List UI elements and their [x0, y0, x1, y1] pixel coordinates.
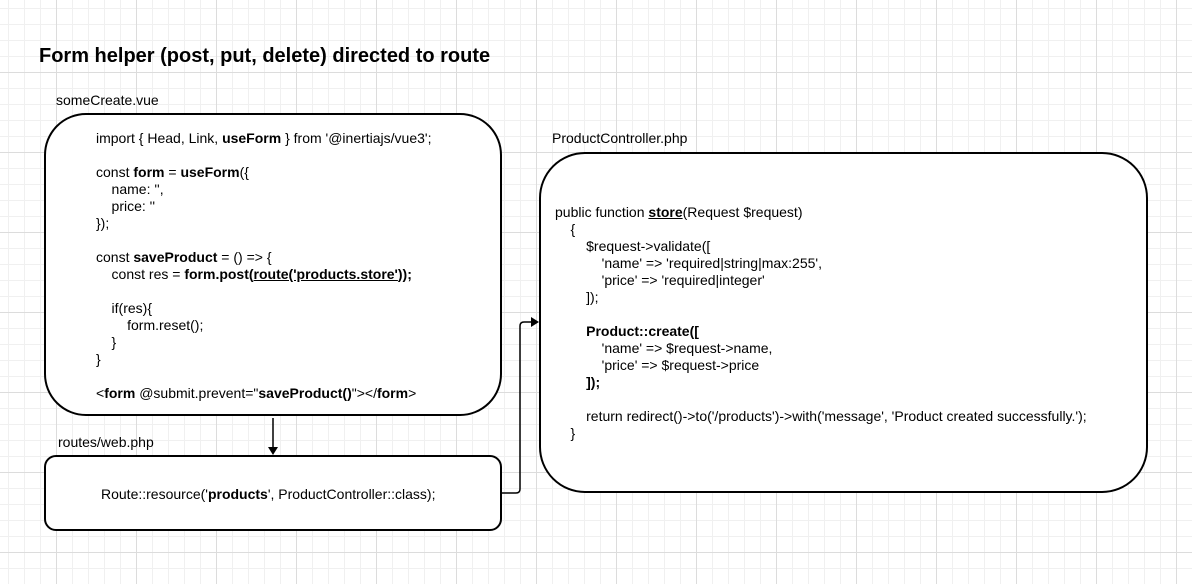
code-token: store: [648, 204, 683, 220]
controller-file-label: ProductController.php: [552, 130, 688, 146]
routes-file-label: routes/web.php: [58, 434, 154, 450]
routes-code-block: Route::resource('products', ProductContr…: [101, 486, 435, 503]
code-token: name: '',: [96, 181, 164, 197]
code-token: ]);: [555, 289, 599, 305]
code-token: }: [96, 334, 117, 350]
code-line: {: [555, 221, 1087, 238]
code-token: ({: [239, 164, 249, 180]
code-token: {: [555, 221, 576, 237]
code-line: ]);: [555, 289, 1087, 306]
vue-to-routes-arrow: [268, 418, 278, 455]
code-token: form: [104, 385, 136, 401]
code-line: const form = useForm({: [96, 164, 431, 181]
code-token: useForm: [222, 130, 282, 146]
code-line: form.reset();: [96, 317, 431, 334]
code-token: 'name' => $request->name,: [555, 340, 773, 356]
code-token: public function: [555, 204, 649, 220]
code-token: >: [408, 385, 417, 401]
code-token: products: [207, 486, 268, 502]
code-line: 'name' => $request->name,: [555, 340, 1087, 357]
code-token: @submit.prevent=": [135, 385, 259, 401]
code-token: $request->validate([: [555, 238, 711, 254]
controller-box[interactable]: [539, 152, 1148, 493]
code-line: }: [96, 334, 431, 351]
code-line: public function store(Request $request): [555, 204, 1087, 221]
code-token: }: [96, 351, 101, 367]
code-line: import { Head, Link, useForm } from '@in…: [96, 130, 431, 147]
code-token: <: [96, 385, 105, 401]
code-token: 'name' => 'required|string|max:255',: [555, 255, 822, 271]
code-token: ', ProductController::class);: [267, 486, 436, 502]
code-token: if(res){: [96, 300, 153, 316]
code-token: route('products.store': [253, 266, 398, 282]
code-line: $request->validate([: [555, 238, 1087, 255]
code-line: name: '',: [96, 181, 431, 198]
code-token: saveProduct(): [258, 385, 352, 401]
code-line: 'name' => 'required|string|max:255',: [555, 255, 1087, 272]
code-line: }: [555, 425, 1087, 442]
vue-file-label: someCreate.vue: [56, 92, 159, 108]
code-line: }: [96, 351, 431, 368]
code-token: const: [96, 164, 134, 180]
code-token: }: [555, 425, 576, 441]
code-token: const res =: [96, 266, 185, 282]
code-line: return redirect()->to('/products')->with…: [555, 408, 1087, 425]
code-line: const res = form.post(route('products.st…: [96, 266, 431, 283]
code-token: return redirect()->to('/products')->with…: [555, 408, 1087, 424]
code-token: form.post(: [184, 266, 254, 282]
code-token: const: [96, 249, 134, 265]
code-line: });: [96, 215, 431, 232]
code-token: 'price' => 'required|integer': [555, 272, 765, 288]
code-token: (Request $request): [682, 204, 803, 220]
code-token: useForm: [180, 164, 240, 180]
code-token: } from '@inertiajs/vue3';: [281, 130, 432, 146]
code-line: 'price' => $request->price: [555, 357, 1087, 374]
code-line: <form @submit.prevent="saveProduct()"></…: [96, 385, 431, 402]
code-line: ]);: [555, 374, 1087, 391]
code-line: Product::create([: [555, 323, 1087, 340]
code-token: });: [96, 215, 110, 231]
code-line: Route::resource('products', ProductContr…: [101, 486, 435, 503]
routes-to-controller-arrow: [502, 317, 539, 494]
code-token: Product::create([: [586, 323, 699, 339]
code-token: saveProduct: [133, 249, 218, 265]
vue-component-box[interactable]: [44, 113, 502, 416]
diagram-title: Form helper (post, put, delete) directed…: [39, 45, 491, 67]
code-token: ]);: [586, 374, 601, 390]
controller-code-block: public function store(Request $request) …: [555, 204, 1087, 442]
code-token: price: '': [96, 198, 156, 214]
code-line: const saveProduct = () => {: [96, 249, 431, 266]
code-token: ));: [397, 266, 412, 282]
routes-box[interactable]: [44, 455, 502, 531]
code-line: 'price' => 'required|integer': [555, 272, 1087, 289]
code-token: "></: [351, 385, 377, 401]
code-token: Route::resource(': [101, 486, 208, 502]
code-token: form: [376, 385, 409, 401]
code-line: price: '': [96, 198, 431, 215]
code-token: form: [133, 164, 165, 180]
vue-code-block: import { Head, Link, useForm } from '@in…: [96, 130, 431, 402]
code-token: form.reset();: [96, 317, 204, 333]
code-line: if(res){: [96, 300, 431, 317]
code-token: 'price' => $request->price: [555, 357, 760, 373]
code-token: =: [164, 164, 181, 180]
code-token: import { Head, Link,: [96, 130, 223, 146]
code-token: = () => {: [217, 249, 272, 265]
